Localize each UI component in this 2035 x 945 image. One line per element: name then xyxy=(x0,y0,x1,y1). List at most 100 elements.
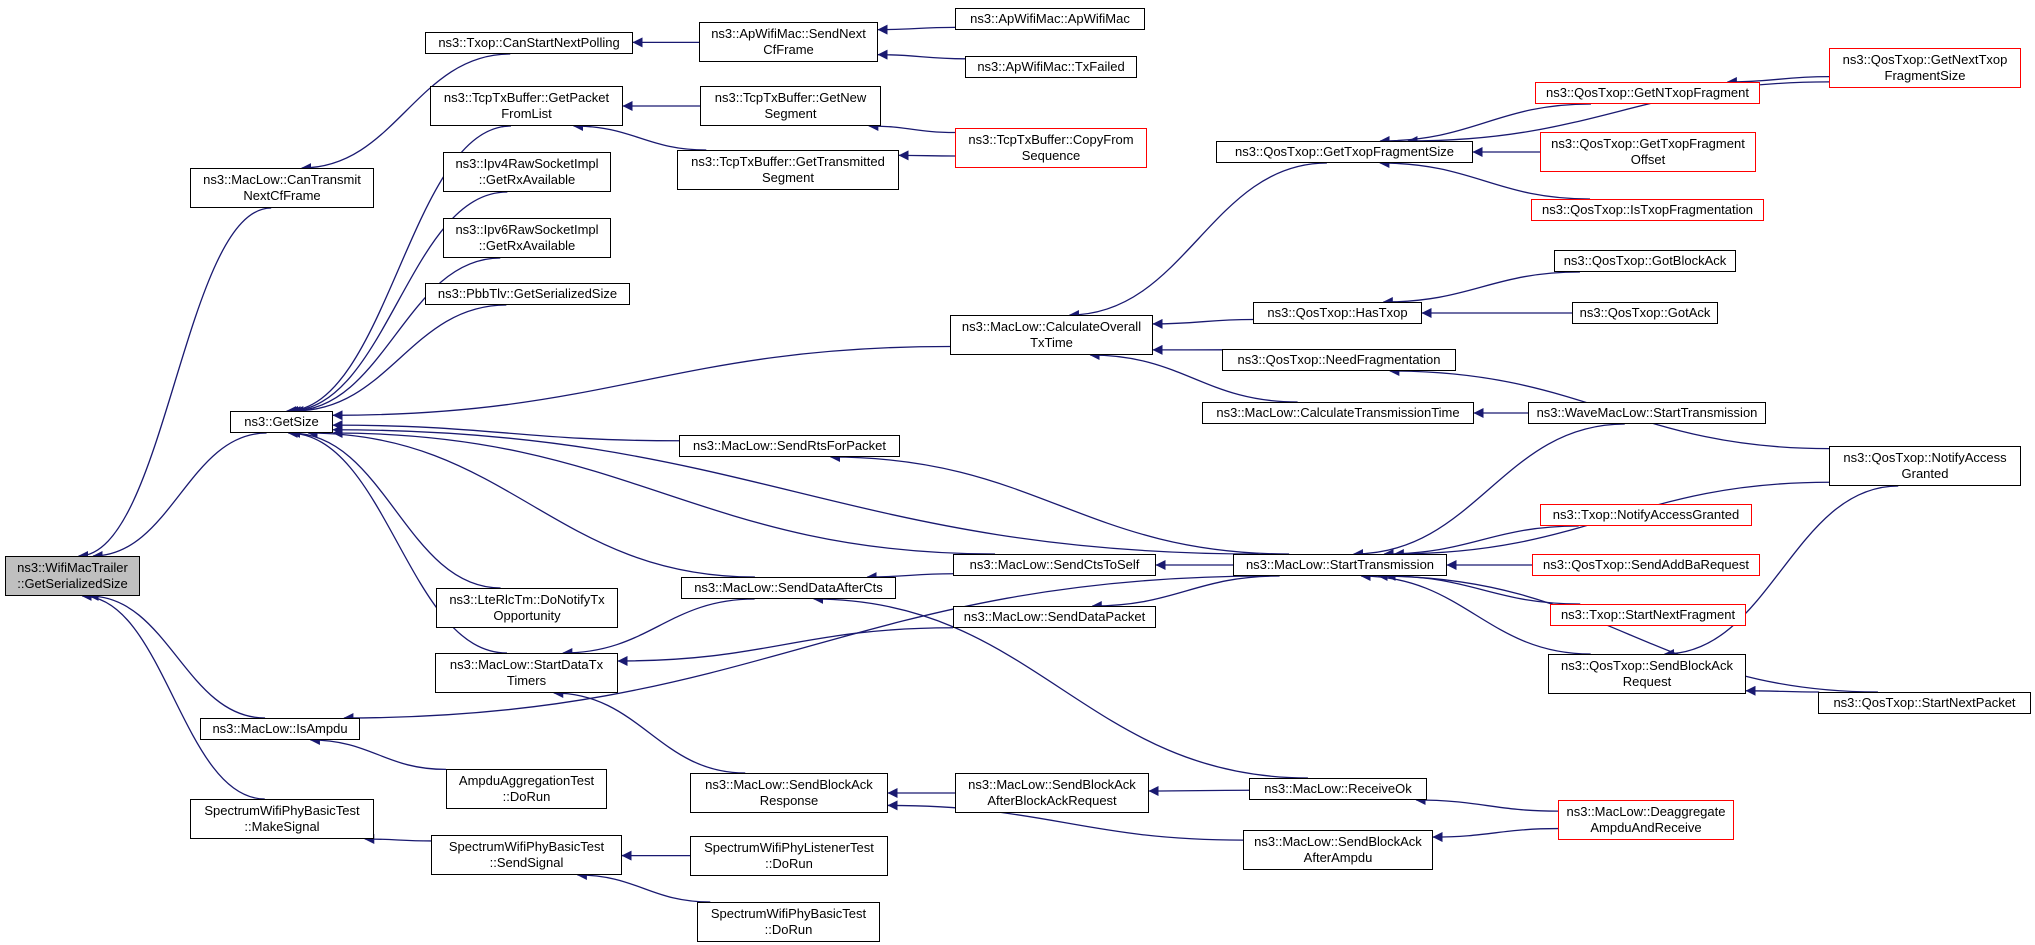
node-label-line: Sequence xyxy=(1021,148,1081,163)
call-edge-canTransmitNextCf-to-root xyxy=(78,207,272,561)
graph-node-startTransmission[interactable]: ns3::MacLow::StartTransmission xyxy=(1233,554,1447,576)
node-label-line: ns3::MacLow::SendRtsForPacket xyxy=(693,438,886,453)
node-label-line: ::MakeSignal xyxy=(244,819,320,834)
graph-node-apTxFailed[interactable]: ns3::ApWifiMac::TxFailed xyxy=(965,56,1137,78)
graph-node-gotBlockAck[interactable]: ns3::QosTxop::GotBlockAck xyxy=(1554,250,1736,272)
call-edge-receiveOk-to-sendBlockAckAfterBar xyxy=(1148,786,1250,797)
call-edge-sendCtsToSelf-to-sendDataAfterCts xyxy=(866,571,954,582)
graph-node-needFragmentation[interactable]: ns3::QosTxop::NeedFragmentation xyxy=(1222,349,1456,371)
graph-node-qosStartNextPacket[interactable]: ns3::QosTxop::StartNextPacket xyxy=(1818,692,2031,714)
call-edge-sendDataPacket-to-startDataTxTimers xyxy=(617,627,954,666)
graph-node-getTxopFragmentSize[interactable]: ns3::QosTxop::GetTxopFragmentSize xyxy=(1216,141,1473,163)
graph-node-canStartNextPolling[interactable]: ns3::Txop::CanStartNextPolling xyxy=(425,32,633,54)
call-edge-qosNotifyAccessGranted-to-qosSendBlockAckRequest xyxy=(1664,485,1899,659)
graph-node-isTxopFragmentation[interactable]: ns3::QosTxop::IsTxopFragmentation xyxy=(1531,199,1764,221)
node-label-line: ns3::TcpTxBuffer::GetPacket xyxy=(443,90,610,105)
call-edge-receiveOk-to-sendDataAfterCts xyxy=(813,594,1308,779)
call-edge-isAmpdu-to-root xyxy=(88,591,266,719)
graph-node-ipv4Raw[interactable]: ns3::Ipv4RawSocketImpl::GetRxAvailable xyxy=(443,152,611,192)
node-label-line: ns3::GetSize xyxy=(244,414,319,429)
node-label-line: ns3::MacLow::Deaggregate xyxy=(1566,804,1726,819)
graph-node-sendAddBaRequest[interactable]: ns3::QosTxop::SendAddBaRequest xyxy=(1532,554,1760,576)
call-edge-gotBlockAck-to-hasTxop xyxy=(1382,271,1580,307)
node-label-line: ns3::Txop::CanStartNextPolling xyxy=(438,35,620,50)
node-label-line: ns3::QosTxop::GotBlockAck xyxy=(1563,253,1727,268)
node-label-line: ns3::QosTxop::GetNextTxop xyxy=(1842,52,2008,67)
node-label-line: ns3::MacLow::SendBlockAck xyxy=(1254,834,1422,849)
graph-node-apWifiMacCtor[interactable]: ns3::ApWifiMac::ApWifiMac xyxy=(955,8,1145,30)
graph-node-ampduAggTest[interactable]: AmpduAggregationTest::DoRun xyxy=(446,769,607,809)
node-label-line: Segment xyxy=(761,170,815,185)
node-label-line: ns3::ApWifiMac::ApWifiMac xyxy=(970,11,1130,26)
graph-node-txopStartNextFragment[interactable]: ns3::Txop::StartNextFragment xyxy=(1550,604,1746,626)
graph-node-hasTxop[interactable]: ns3::QosTxop::HasTxop xyxy=(1253,302,1422,324)
node-label-line: Granted xyxy=(1901,466,1949,481)
call-edge-apTxFailed-to-apSendNextCf xyxy=(877,49,966,60)
call-edge-sendDataAfterCts-to-startDataTxTimers xyxy=(562,598,755,658)
node-label-line: ns3::Ipv4RawSocketImpl xyxy=(455,156,599,171)
node-label-line: ns3::QosTxop::NeedFragmentation xyxy=(1237,352,1441,367)
node-label-line: NextCfFrame xyxy=(243,188,321,203)
node-label-line: ns3::QosTxop::IsTxopFragmentation xyxy=(1542,202,1753,217)
graph-node-receiveOk[interactable]: ns3::MacLow::ReceiveOk xyxy=(1249,778,1427,800)
call-edge-startTransmission-to-getSize xyxy=(332,424,1259,555)
graph-node-sendDataAfterCts[interactable]: ns3::MacLow::SendDataAfterCts xyxy=(681,577,896,599)
node-label-line: ns3::QosTxop::StartNextPacket xyxy=(1833,695,2016,710)
node-label-line: ns3::MacLow::SendBlockAck xyxy=(968,777,1136,792)
graph-node-isAmpdu[interactable]: ns3::MacLow::IsAmpdu xyxy=(200,718,360,740)
graph-node-basicDoRun[interactable]: SpectrumWifiPhyBasicTest::DoRun xyxy=(697,902,880,942)
node-label-line: ns3::MacLow::CalculateTransmissionTime xyxy=(1216,405,1460,420)
node-label-line: ns3::Txop::StartNextFragment xyxy=(1560,607,1736,622)
graph-node-sendDataPacket[interactable]: ns3::MacLow::SendDataPacket xyxy=(953,606,1156,628)
call-edge-sendBlockAckAfterAmpdu-to-sendBlockAckResponse xyxy=(887,800,1244,841)
graph-node-sendRtsForPacket[interactable]: ns3::MacLow::SendRtsForPacket xyxy=(679,435,900,457)
graph-node-txopNotifyAccessGranted[interactable]: ns3::Txop::NotifyAccessGranted xyxy=(1540,504,1752,526)
call-edge-qosStartNextPacket-to-startTransmission xyxy=(1377,571,1878,693)
call-edge-sendSignal-to-makeSignal xyxy=(364,834,432,845)
call-edge-txopNotifyAccessGranted-to-startTransmission xyxy=(1383,525,1579,559)
call-edge-getTxopFragmentSize-to-calcOverallTxTime xyxy=(1068,162,1327,320)
graph-node-ipv6Raw[interactable]: ns3::Ipv6RawSocketImpl::GetRxAvailable xyxy=(443,218,611,258)
node-label-line: AmpduAndReceive xyxy=(1590,820,1702,835)
graph-node-listenerDoRun[interactable]: SpectrumWifiPhyListenerTest::DoRun xyxy=(690,836,888,876)
graph-node-sendSignal[interactable]: SpectrumWifiPhyBasicTest::SendSignal xyxy=(431,835,622,875)
node-label-line: AfterBlockAckRequest xyxy=(987,793,1117,808)
call-edge-isTxopFragmentation-to-getTxopFragmentSize xyxy=(1379,158,1591,200)
graph-node-waveStartTransmission[interactable]: ns3::WaveMacLow::StartTransmission xyxy=(1528,402,1766,424)
graph-node-getNTxopFragment[interactable]: ns3::QosTxop::GetNTxopFragment xyxy=(1535,82,1760,104)
call-edge-startTransmission-to-sendRtsForPacket xyxy=(829,452,1290,555)
node-label-line: ns3::QosTxop::GetNTxopFragment xyxy=(1545,85,1750,100)
node-label-line: ns3::MacLow::SendBlockAck xyxy=(705,777,873,792)
graph-node-getSize[interactable]: ns3::GetSize xyxy=(230,411,333,433)
node-label-line: ns3::MacLow::StartTransmission xyxy=(1245,557,1435,572)
graph-node-sendCtsToSelf[interactable]: ns3::MacLow::SendCtsToSelf xyxy=(953,554,1156,576)
graph-node-gotAck[interactable]: ns3::QosTxop::GotAck xyxy=(1572,302,1718,324)
call-edge-startDataTxTimers-to-getSize xyxy=(287,428,507,654)
graph-node-pbbTlv[interactable]: ns3::PbbTlv::GetSerializedSize xyxy=(425,283,630,305)
node-label-line: ns3::MacLow::CanTransmit xyxy=(203,172,361,187)
node-label-line: AfterAmpdu xyxy=(1303,850,1373,865)
graph-node-makeSignal[interactable]: SpectrumWifiPhyBasicTest::MakeSignal xyxy=(190,799,374,839)
graph-node-calcTransmissionTime[interactable]: ns3::MacLow::CalculateTransmissionTime xyxy=(1202,402,1474,424)
call-edge-sendCtsToSelf-to-getSize xyxy=(332,427,996,555)
call-edge-lteRlcTm-to-getSize xyxy=(290,428,501,589)
node-label-line: ns3::PbbTlv::GetSerializedSize xyxy=(437,286,618,301)
